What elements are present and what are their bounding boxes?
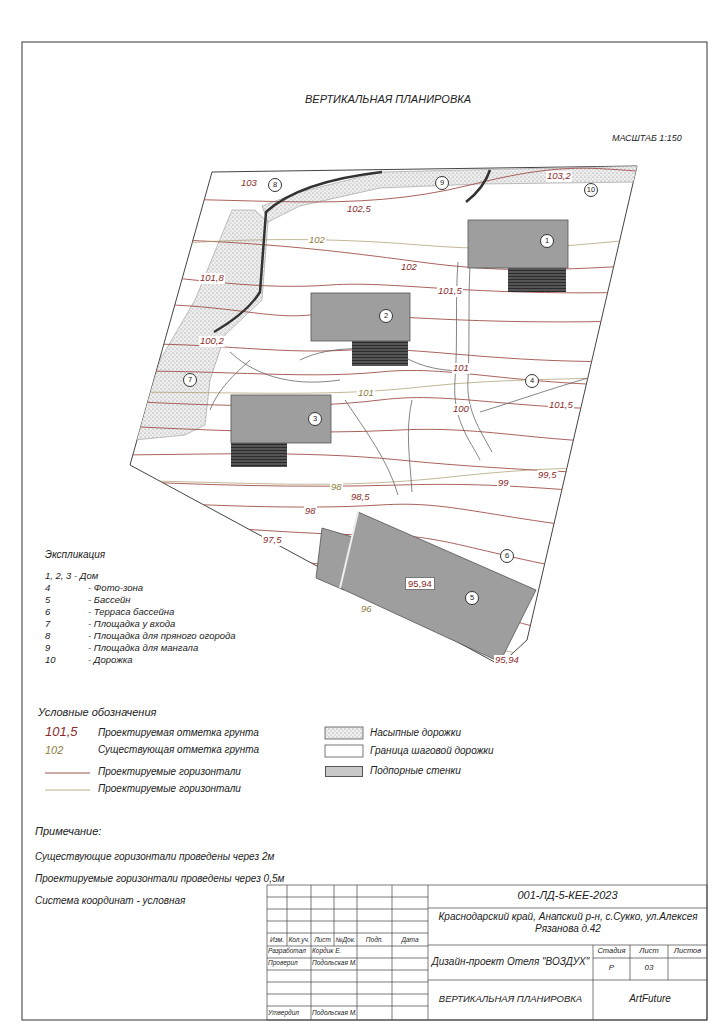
callout-number: 8 (268, 178, 282, 192)
stamp-cell: Кол.уч. (287, 936, 311, 943)
elevation-mark: 103,2 (546, 171, 572, 182)
elevation-mark: 102,5 (346, 204, 372, 215)
elevation-mark: 99 (497, 478, 510, 489)
legend-swatch (325, 766, 363, 777)
callout-text: 6 (505, 552, 509, 560)
stamp-cell: Разработал (268, 947, 306, 954)
elevation-mark: 97,5 (262, 535, 283, 546)
elevation-mark: 96 (360, 604, 373, 615)
explication-item: 10 (45, 655, 56, 666)
scale-note: МАСШТАБ 1:150 (612, 133, 682, 143)
callout-text: 5 (470, 594, 474, 602)
callout-text: 3 (313, 415, 317, 423)
callout-number: 9 (435, 176, 449, 190)
elevation-mark: 98,5 (350, 492, 371, 503)
stamp-cell: Подольская М. (312, 959, 357, 966)
explication-item: - Площадка для мангала (88, 643, 198, 654)
explication-item: - Бассейн (88, 595, 131, 606)
explication-item: 1, 2, 3 - Дом (45, 571, 98, 582)
legend-sample: 101,5 (45, 725, 78, 740)
callout-text: 9 (440, 179, 444, 187)
callout-number: 2 (379, 309, 393, 323)
callout-number: 1 (540, 234, 554, 248)
legend-text: Проектируемые горизонтали (98, 783, 241, 795)
elevation-mark: 98 (304, 506, 317, 517)
elevation-mark: 100 (452, 404, 470, 415)
elevation-mark: 95,94 (494, 655, 520, 666)
drawing-title: ВЕРТИКАЛЬНАЯ ПЛАНИРОВКА (305, 93, 471, 106)
note-text: Существующие горизонтали проведены через… (35, 851, 274, 863)
pool-area: 95,94 5 (405, 574, 495, 610)
explication-item: 7 (45, 619, 50, 630)
elevation-mark: 98 (330, 482, 343, 493)
callout-text: 8 (273, 181, 277, 189)
explication-item: 8 (45, 631, 50, 642)
stamp-cell: Кордик Е. (312, 947, 341, 954)
stamp-cell: Лист (311, 936, 334, 943)
stamp-cell: Подольская М. (312, 1009, 357, 1016)
pool-elevation: 95,94 (405, 577, 435, 590)
explication-item: - Терраса бассейна (88, 607, 174, 618)
elevation-mark: 101,5 (548, 400, 574, 411)
explication-item: - Площадка у входа (88, 619, 175, 630)
explication-item: - Площадка для пряного огорода (88, 631, 236, 642)
stamp-cell: Краснодарский край, Анапский р-н, с.Сукк… (436, 911, 700, 934)
callout-number: 10 (584, 183, 598, 197)
legend-text: Граница шаговой дорожки (370, 745, 494, 757)
explication-item: 5 (45, 595, 50, 606)
note-text: Примечание: (35, 825, 101, 838)
elevation-mark: 99,5 (537, 470, 558, 481)
stamp-cell: Изм. (267, 936, 287, 943)
stamp-cell: Стадия (593, 947, 630, 956)
elevation-mark: 101 (452, 363, 470, 374)
callout-number: 7 (183, 373, 197, 387)
legend-text: Проектируемые горизонтали (98, 766, 241, 778)
legend-text: Насыпные дорожки (370, 727, 461, 739)
explication-item: 6 (45, 607, 50, 618)
callout-number: 3 (308, 412, 322, 426)
elevation-mark: 100,2 (199, 336, 225, 347)
legend-sample: Условные обозначения (38, 706, 156, 719)
callout-text: 10 (587, 186, 595, 194)
callout-text: 4 (530, 377, 534, 385)
stamp-cell: Дизайн-проект Отеля "ВОЗДУХ" (428, 956, 593, 968)
note-text: Система координат - условная (35, 895, 185, 907)
callout-number: 4 (525, 374, 539, 388)
callout-number: 6 (500, 549, 514, 563)
legend-text: Проектируемая отметка грунта (98, 727, 259, 739)
callout-number: 5 (465, 591, 479, 605)
stamp-cell: Р (593, 963, 630, 972)
explication-item: 4 (45, 583, 50, 594)
legend-text: Существующая отметка грунта (98, 744, 259, 756)
callout-text: 7 (188, 376, 192, 384)
elevation-mark: 102 (308, 235, 326, 246)
stamp-cell: ВЕРТИКАЛЬНАЯ ПЛАНИРОВКА (428, 994, 593, 1005)
stamp-cell: Проверил (268, 959, 298, 966)
stamp-cell: Подп. (357, 936, 392, 943)
explication-item: Экспликация (45, 549, 105, 561)
explication-item: - Дорожка (88, 655, 132, 666)
note-text: Проектируемые горизонтали проведены чере… (35, 873, 284, 885)
stamp-cell: Утвердил (268, 1009, 299, 1016)
legend-text: Подпорные стенки (370, 765, 461, 777)
callout-text: 2 (384, 312, 388, 320)
callout-text: 1 (545, 237, 549, 245)
stamp-cell: №Док. (334, 936, 357, 943)
stamp-cell: 001-ЛД-5-КЕЕ-2023 (428, 889, 707, 902)
legend-sample: 102 (45, 744, 63, 757)
stamp-cell: ArtFuture (593, 993, 707, 1005)
elevation-mark: 101 (357, 388, 375, 399)
stamp-cell: Дата (392, 936, 428, 943)
explication-item: - Фото-зона (88, 583, 143, 594)
stamp-cell: 03 (630, 963, 668, 972)
elevation-mark: 101,8 (199, 273, 225, 284)
elevation-mark: 102 (400, 262, 418, 273)
stamp-cell: Листов (668, 947, 707, 956)
elevation-mark: 101,5 (437, 286, 463, 297)
elevation-mark: 103 (240, 178, 258, 189)
stamp-cell: Лист (630, 947, 668, 956)
explication-item: 9 (45, 643, 50, 654)
